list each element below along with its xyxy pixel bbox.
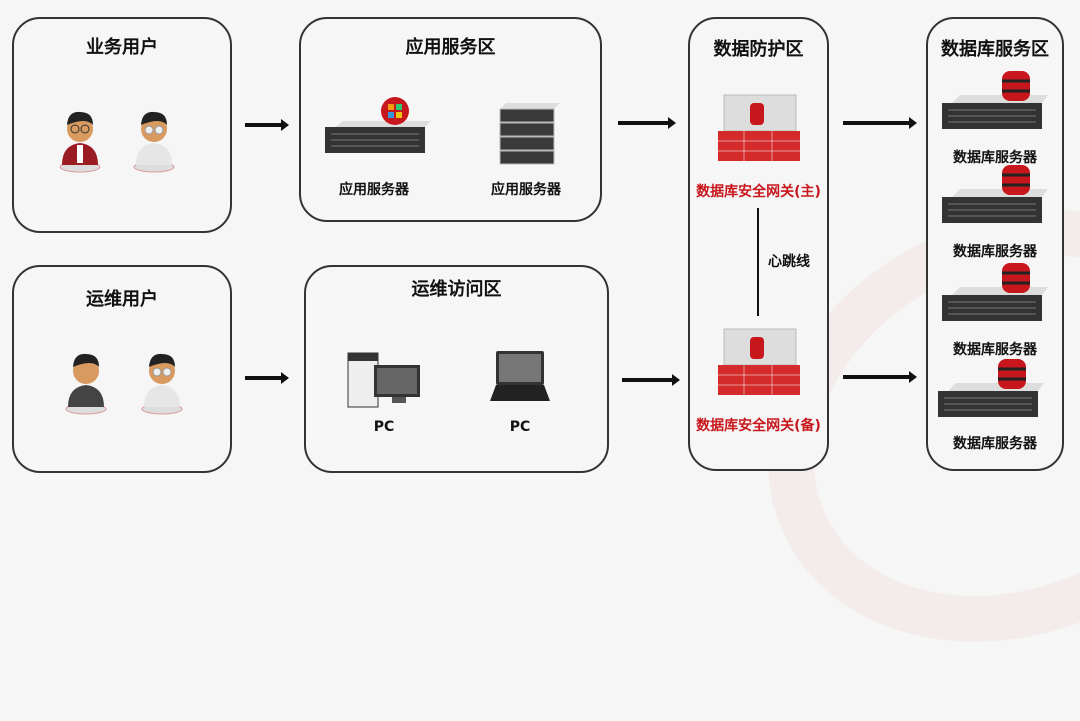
device-label: PC [373, 419, 395, 435]
security-gateway-icon [718, 94, 800, 161]
database-server-icon [938, 359, 1044, 417]
zone-data-protection: 数据防护区 数据库安全网关(主) 心跳线 数据库安全网关(备) [688, 17, 829, 471]
backup-gateway-label: 数据库安全网关(备) [696, 418, 821, 434]
user-icon [65, 353, 107, 415]
zone-title: 运维用户 [86, 289, 158, 310]
server-stack-icon [499, 103, 560, 165]
device-label: 数据库服务器 [953, 244, 1037, 260]
user-icon [141, 353, 183, 415]
zone-title: 数据库服务区 [941, 39, 1049, 60]
device-label: 数据库服务器 [953, 150, 1037, 166]
device-label: 应用服务器 [491, 182, 561, 198]
zone-database-service: 数据库服务区 数据库服务器 数据库服务器 数据库服务器 数据库服务器 [926, 17, 1064, 471]
laptop-icon [490, 351, 550, 401]
server-windows-icon [325, 97, 431, 153]
database-server-icon [942, 263, 1048, 321]
security-gateway-icon [718, 328, 800, 395]
user-icon [59, 111, 101, 173]
arrow-icon [622, 374, 680, 386]
heartbeat-line [757, 208, 759, 316]
zone-title: 应用服务区 [405, 37, 496, 58]
zone-ops-access: 运维访问区 PC PC [304, 265, 609, 473]
arrow-icon [618, 117, 676, 129]
device-label: 数据库服务器 [953, 436, 1037, 452]
zone-app-service: 应用服务区 应用服务器 应用服务器 [299, 17, 602, 222]
arrow-icon [245, 372, 289, 384]
arrow-icon [843, 117, 917, 129]
zone-title: 业务用户 [86, 37, 158, 58]
database-server-icon [942, 165, 1048, 223]
zone-ops-users: 运维用户 [12, 265, 232, 473]
user-icon [133, 111, 175, 173]
zone-business-users: 业务用户 [12, 17, 232, 233]
arrow-icon [843, 371, 917, 383]
device-label: 数据库服务器 [953, 342, 1037, 358]
zone-title: 数据防护区 [713, 39, 804, 60]
heartbeat-label: 心跳线 [768, 254, 810, 270]
arrow-icon [245, 119, 289, 131]
database-server-icon [942, 71, 1048, 129]
zone-title: 运维访问区 [411, 279, 502, 300]
primary-gateway-label: 数据库安全网关(主) [696, 184, 821, 200]
device-label: 应用服务器 [339, 182, 409, 198]
device-label: PC [509, 419, 531, 435]
desktop-pc-icon [347, 352, 420, 408]
